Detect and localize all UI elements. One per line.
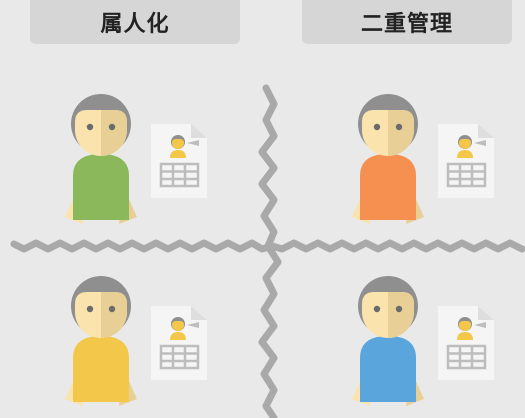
person-top-right <box>352 94 424 224</box>
document-icon <box>436 122 496 200</box>
document-icon <box>436 304 496 382</box>
person-bottom-right <box>352 276 424 406</box>
shirt-yellow <box>73 336 129 402</box>
label-personalization: 属人化 <box>30 0 240 44</box>
shirt-blue <box>360 336 416 402</box>
person-top-left <box>65 94 137 224</box>
divider-vertical <box>258 84 282 418</box>
person-bottom-left <box>65 276 137 406</box>
shirt-orange <box>360 154 416 220</box>
shirt-green <box>73 154 129 220</box>
document-icon <box>149 122 209 200</box>
label-double-management: 二重管理 <box>302 0 512 44</box>
document-icon <box>149 304 209 382</box>
